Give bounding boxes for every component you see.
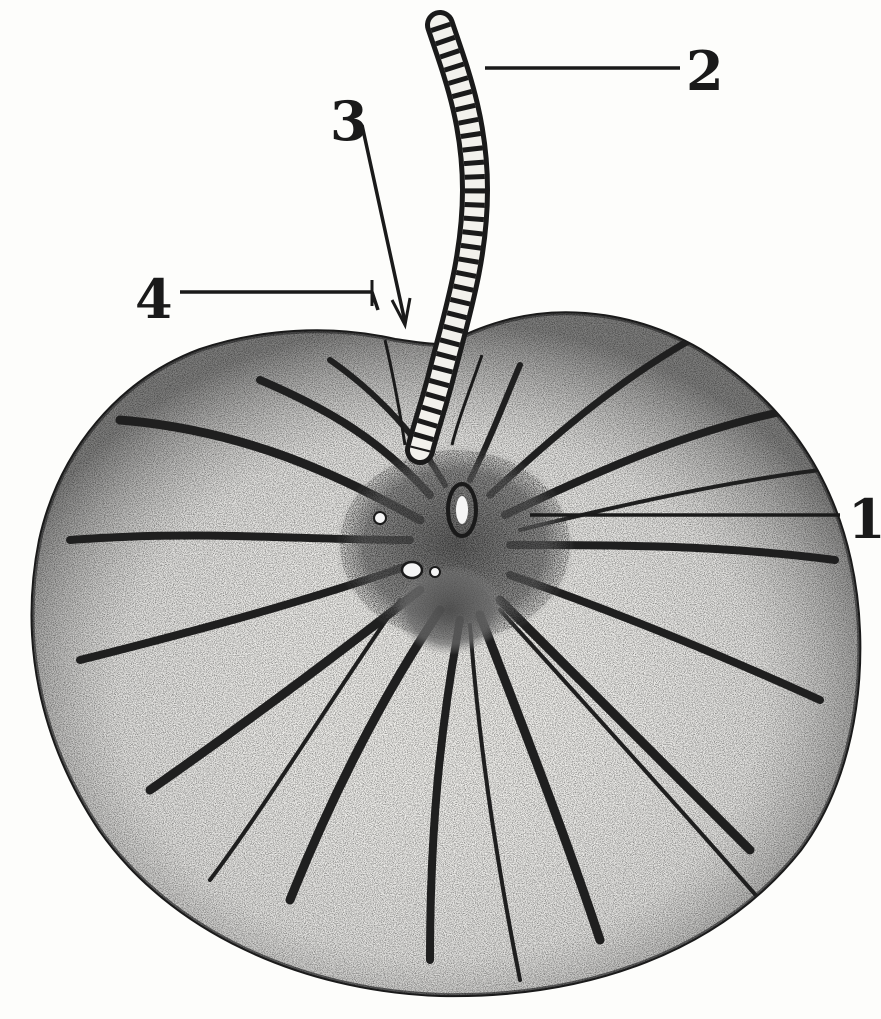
label-3: 3 xyxy=(330,89,368,153)
label-4: 4 xyxy=(135,267,173,331)
leader-line-4 xyxy=(180,292,378,310)
label-2: 2 xyxy=(686,39,724,103)
label-1: 1 xyxy=(848,487,881,551)
